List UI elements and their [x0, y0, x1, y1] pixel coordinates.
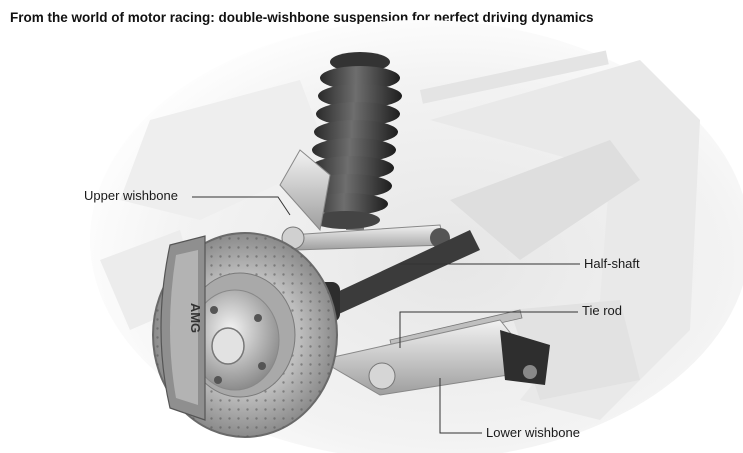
amg-logo: AMG — [188, 303, 203, 333]
label-half-shaft: Half-shaft — [584, 256, 640, 271]
leader-upper-wishbone — [192, 196, 291, 216]
label-lower-wishbone: Lower wishbone — [486, 425, 580, 440]
upper-wishbone-part — [279, 149, 450, 251]
leader-lines — [192, 196, 580, 434]
leader-lower-wishbone — [439, 378, 482, 434]
label-upper-wishbone: Upper wishbone — [84, 188, 178, 203]
lower-wishbone-part — [318, 319, 550, 396]
leader-tie-rod — [399, 311, 578, 348]
brake-caliper: AMG — [160, 235, 206, 421]
label-tie-rod: Tie rod — [582, 303, 622, 318]
